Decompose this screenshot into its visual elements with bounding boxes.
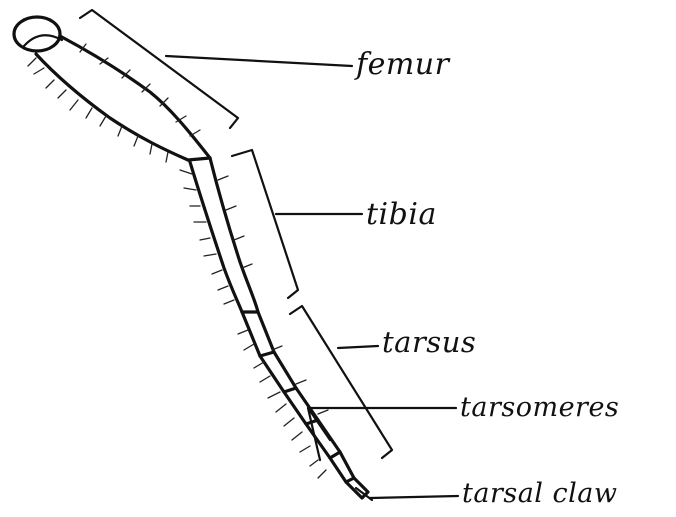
tarsus-bracket bbox=[290, 306, 392, 458]
tibia-hairs bbox=[180, 170, 252, 304]
femur-hairs bbox=[28, 44, 200, 162]
femur-label: femur bbox=[356, 50, 449, 80]
tarsal-claw-leader bbox=[370, 496, 458, 498]
tarsus-leader bbox=[338, 346, 378, 348]
tarsal-claw-label: tarsal claw bbox=[462, 480, 618, 507]
femur-segment bbox=[36, 36, 210, 160]
coxa-ring bbox=[14, 17, 62, 51]
tarsus-hairs bbox=[238, 330, 328, 478]
femur-leader bbox=[166, 56, 352, 66]
tarsus-label: tarsus bbox=[382, 328, 476, 357]
femur-bracket bbox=[80, 10, 238, 128]
tarsomere-segments bbox=[242, 312, 354, 482]
tibia-segment bbox=[190, 158, 258, 312]
tarsomeres-label: tarsomeres bbox=[460, 394, 619, 421]
tibia-label: tibia bbox=[366, 200, 437, 230]
tibia-bracket bbox=[232, 150, 298, 298]
